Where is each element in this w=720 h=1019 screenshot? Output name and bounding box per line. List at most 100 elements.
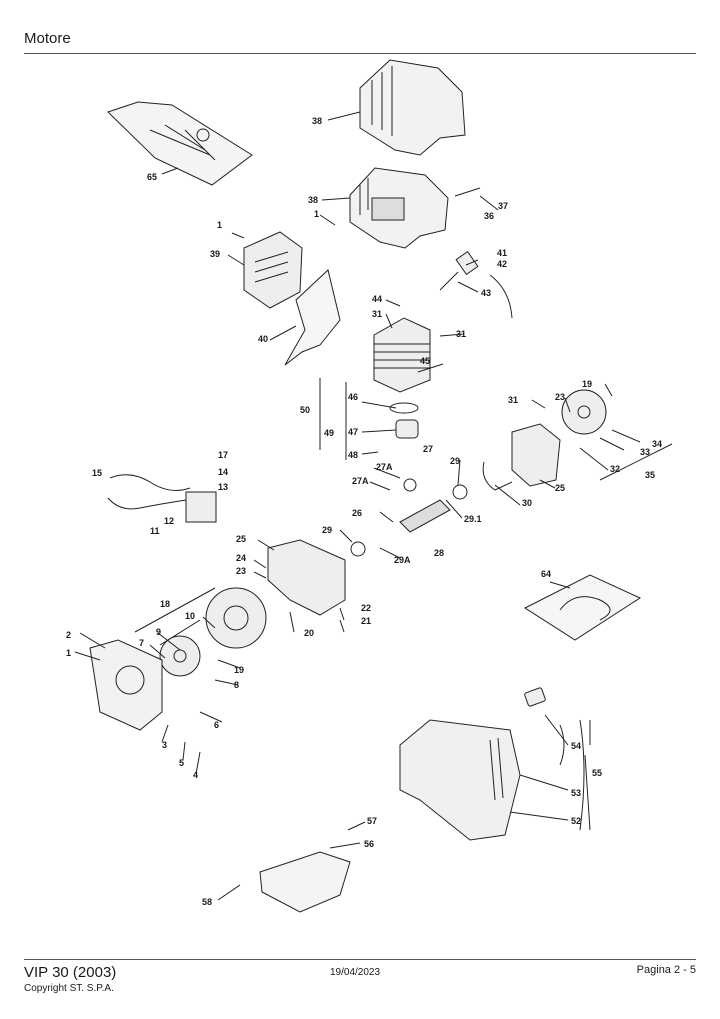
flywheel-part xyxy=(205,587,267,649)
part-callout-31-cylinder: 31 xyxy=(372,309,382,319)
part-callout-26: 26 xyxy=(352,508,362,518)
part-callout-55: 55 xyxy=(592,768,602,778)
part-callout-6: 6 xyxy=(214,720,219,730)
part-callout-30: 30 xyxy=(522,498,532,508)
part-callout-22: 22 xyxy=(361,603,371,613)
part-callout-42: 42 xyxy=(497,259,507,269)
part-callout-12: 12 xyxy=(164,516,174,526)
part-callout-58: 58 xyxy=(202,897,212,907)
part-callout-5: 5 xyxy=(179,758,184,768)
page-title: Motore xyxy=(24,30,71,47)
part-callout-45: 45 xyxy=(420,356,430,366)
part-callout-56: 56 xyxy=(364,839,374,849)
part-callout-37: 37 xyxy=(498,201,508,211)
manual-sheet-part xyxy=(523,574,642,641)
bearing-part xyxy=(403,478,417,492)
part-callout-65: 65 xyxy=(147,172,157,182)
part-callout-21: 21 xyxy=(361,616,371,626)
part-callout-27A-lower: 27A xyxy=(352,476,369,486)
part-callout-29-1: 29.1 xyxy=(464,514,482,524)
screw-part xyxy=(454,187,481,197)
part-callout-1-cover: 1 xyxy=(314,209,319,219)
part-callout-7: 7 xyxy=(139,638,144,648)
part-callout-28: 28 xyxy=(434,548,444,558)
part-callout-36: 36 xyxy=(484,211,494,221)
tool-kit-bag-part xyxy=(107,101,253,186)
part-callout-53: 53 xyxy=(571,788,581,798)
part-callout-19-clutch: 19 xyxy=(234,665,244,675)
retaining-clip-part xyxy=(482,461,513,491)
part-callout-14: 14 xyxy=(218,467,228,477)
page-number: Pagina 2 - 5 xyxy=(636,964,696,976)
crankshaft-part xyxy=(399,499,451,533)
part-callout-25-left: 25 xyxy=(236,534,246,544)
part-callout-10: 10 xyxy=(185,611,195,621)
muffler-part xyxy=(243,231,303,309)
upper-cover-part xyxy=(359,59,466,156)
part-callout-11: 11 xyxy=(150,526,160,536)
part-callout-49: 49 xyxy=(324,428,334,438)
part-callout-41: 41 xyxy=(497,248,507,258)
part-callout-35: 35 xyxy=(645,470,655,480)
part-callout-9: 9 xyxy=(156,627,161,637)
group-bracket xyxy=(134,443,673,831)
starter-pulley-part xyxy=(561,389,607,435)
part-callout-31-right: 31 xyxy=(456,329,466,339)
part-callout-1-muffler: 1 xyxy=(217,220,222,230)
part-callout-2: 2 xyxy=(66,630,71,640)
part-callout-24: 24 xyxy=(236,553,246,563)
part-callout-23-left: 23 xyxy=(236,566,246,576)
piston-part xyxy=(395,419,419,439)
part-callout-29A: 29A xyxy=(394,555,411,565)
part-callout-27A-upper: 27A xyxy=(376,462,393,472)
part-callout-23-pulley: 23 xyxy=(555,392,565,402)
part-callout-3: 3 xyxy=(162,740,167,750)
part-callout-32: 32 xyxy=(610,464,620,474)
part-callout-13: 13 xyxy=(218,482,228,492)
part-callout-29-left: 29 xyxy=(322,525,332,535)
part-callout-1-housing: 1 xyxy=(66,648,71,658)
spark-plug-part xyxy=(439,250,513,319)
part-callout-64: 64 xyxy=(541,569,551,579)
part-callout-8: 8 xyxy=(234,680,239,690)
part-callout-33: 33 xyxy=(640,447,650,457)
engine-cover-part xyxy=(349,167,449,249)
part-callout-29-right: 29 xyxy=(450,456,460,466)
part-callout-17: 17 xyxy=(218,450,228,460)
part-callout-43: 43 xyxy=(481,288,491,298)
fan-housing-part xyxy=(89,639,163,731)
header-divider xyxy=(24,53,696,54)
part-callout-18: 18 xyxy=(160,599,170,609)
support-bracket-part xyxy=(259,851,351,913)
part-callout-40: 40 xyxy=(258,334,268,344)
crankcase-half-part xyxy=(267,539,346,616)
bearing-part xyxy=(452,484,468,500)
part-callout-34: 34 xyxy=(652,439,662,449)
part-callout-27: 27 xyxy=(423,444,433,454)
part-callout-48: 48 xyxy=(348,450,358,460)
clutch-part xyxy=(159,635,201,677)
ignition-coil-part xyxy=(107,474,217,523)
part-callout-54: 54 xyxy=(571,741,581,751)
part-callout-46: 46 xyxy=(348,392,358,402)
part-callout-39: 39 xyxy=(210,249,220,259)
bearing-part xyxy=(350,541,366,557)
cylinder-part xyxy=(373,317,431,393)
model-name: VIP 30 (2003) xyxy=(24,964,117,981)
copyright-text: Copyright ST. S.P.A. xyxy=(24,983,114,994)
part-callout-57: 57 xyxy=(367,816,377,826)
part-callout-15: 15 xyxy=(92,468,102,478)
part-callout-52: 52 xyxy=(571,816,581,826)
fuel-tank-part xyxy=(399,687,546,841)
crankcase-half-part xyxy=(511,423,561,487)
part-callout-44: 44 xyxy=(372,294,382,304)
part-callout-31-housing: 31 xyxy=(508,395,518,405)
part-callout-47: 47 xyxy=(348,427,358,437)
part-callout-50: 50 xyxy=(300,405,310,415)
part-callout-19-pulley: 19 xyxy=(582,379,592,389)
part-callout-25-right: 25 xyxy=(555,483,565,493)
footer-divider xyxy=(24,959,696,960)
part-callout-38-upper: 38 xyxy=(312,116,322,126)
part-callout-20: 20 xyxy=(304,628,314,638)
